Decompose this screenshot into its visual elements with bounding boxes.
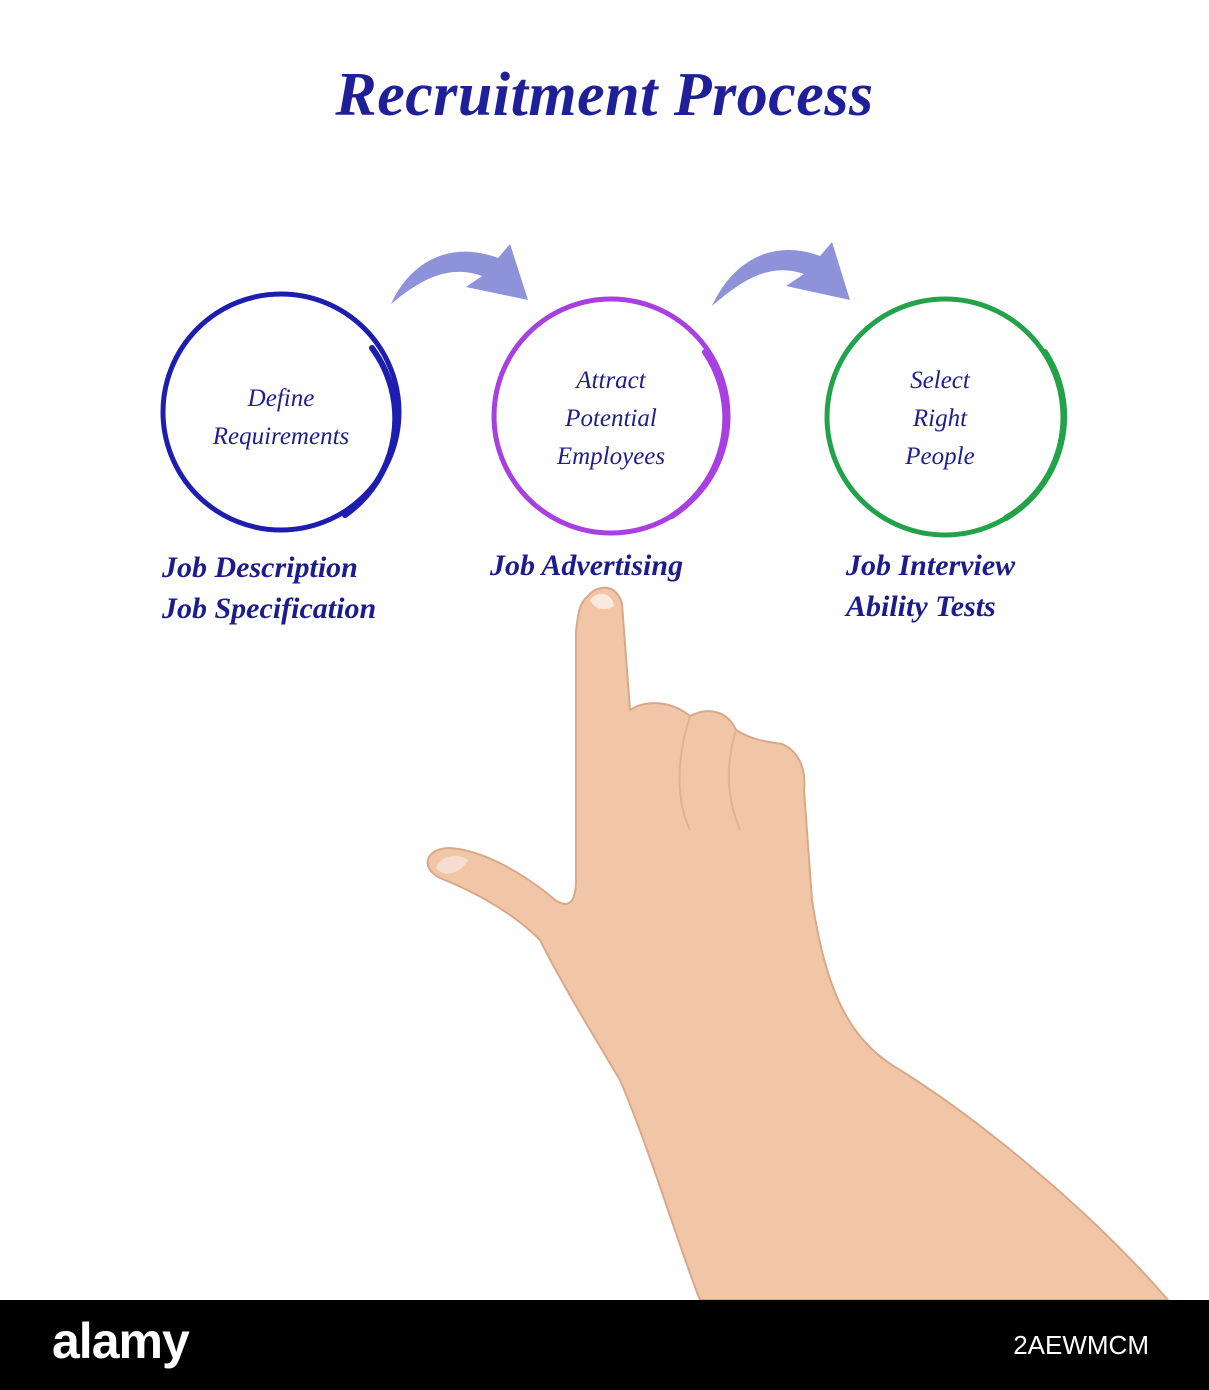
arrow-2-icon bbox=[712, 242, 850, 306]
stage-circle-3 bbox=[824, 296, 1068, 538]
pointing-hand-image bbox=[426, 586, 1170, 1300]
stage-1-line-2: Requirements bbox=[212, 423, 350, 450]
arrow-1-icon bbox=[391, 244, 528, 304]
footer-bar: alamy 2AEWMCM bbox=[0, 1300, 1209, 1390]
stage-3-line-1: Select bbox=[910, 367, 970, 394]
stage-2-line-3: Employees bbox=[556, 443, 666, 470]
stage-label-3: Select Right People bbox=[830, 362, 1050, 476]
caption-job-specification: Job Specification bbox=[162, 592, 377, 625]
caption-ability-tests: Ability Tests bbox=[846, 590, 996, 623]
stage-label-1: Define Requirements bbox=[171, 380, 391, 456]
image-id-text: 2AEWMCM bbox=[1013, 1330, 1149, 1360]
stage-2-line-2: Potential bbox=[565, 405, 657, 432]
stage-3-line-3: People bbox=[905, 443, 975, 470]
stage-caption-2: Job Advertising bbox=[490, 545, 683, 586]
stage-label-2: Attract Potential Employees bbox=[501, 362, 721, 476]
diagram-graphics bbox=[160, 242, 1170, 1300]
stage-circle-1 bbox=[160, 291, 402, 533]
stage-caption-1: Job Description Job Specification bbox=[162, 547, 376, 629]
stage-caption-3: Job Interview Ability Tests bbox=[846, 545, 1015, 627]
stage-1-line-1: Define bbox=[247, 385, 315, 412]
brand-logo: alamy bbox=[52, 1313, 190, 1369]
caption-job-description: Job Description bbox=[162, 551, 358, 584]
stage-circle-2 bbox=[491, 296, 731, 536]
stage-3-line-2: Right bbox=[912, 405, 968, 432]
caption-job-advertising: Job Advertising bbox=[490, 549, 684, 582]
stage-2-line-1: Attract bbox=[576, 367, 646, 394]
caption-job-interview: Job Interview bbox=[846, 549, 1016, 582]
diagram-title: Recruitment Process bbox=[335, 61, 874, 129]
